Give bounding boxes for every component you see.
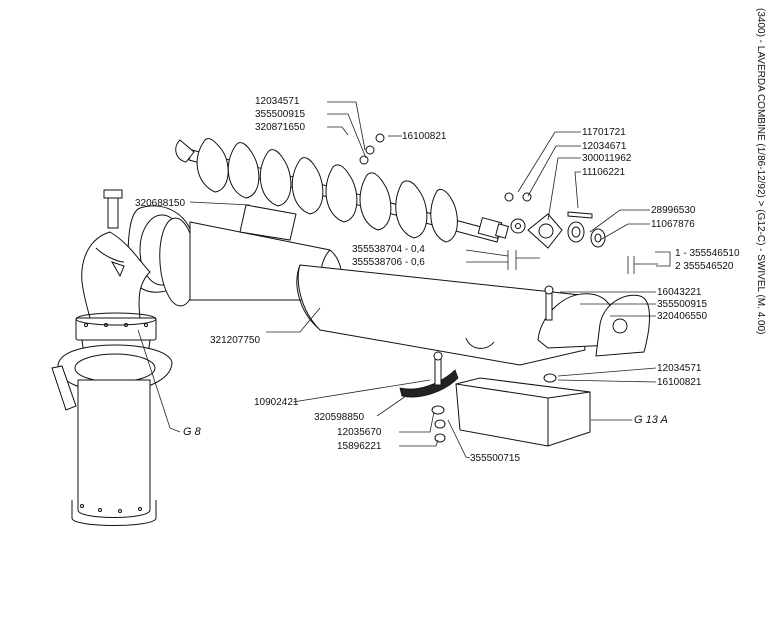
label-12034571-right: 12034571 [657,363,702,374]
end-housing [537,293,650,357]
label-355500915-right: 355500915 [657,299,707,310]
label-355538706: 355538706 - 0,6 [352,257,425,268]
label-15896221: 15896221 [337,441,382,452]
label-355546510: 1 - 355546510 [675,248,740,259]
chute-box [455,377,591,447]
leader-lines [137,101,671,459]
label-16100821-top: 16100821 [402,131,447,142]
label-16100821-right: 16100821 [657,377,702,388]
label-12034671: 12034671 [582,141,627,152]
trough-tube [159,204,586,366]
label-355538704: 355538704 - 0,4 [352,244,425,255]
page-header-vertical: (3400) - LAVERDA COMBINE (1/86-12/92) > … [755,8,766,335]
label-320406550: 320406550 [657,311,707,322]
label-355500915-top: 355500915 [255,109,305,120]
label-28996530: 28996530 [651,205,696,216]
auger-screw [175,137,509,243]
label-12035670: 12035670 [337,427,382,438]
label-10902421: 10902421 [254,397,299,408]
label-355500715: 355500715 [470,453,520,464]
label-320871650: 320871650 [255,122,305,133]
label-11701721: 11701721 [582,127,626,138]
part-labels: 12034571 355500915 320871650 16100821 32… [135,96,740,464]
label-11067876: 11067876 [651,219,695,230]
ref-g13a: G 13 A [634,414,668,426]
label-300011962: 300011962 [582,153,632,164]
clamp-parts [399,351,459,443]
label-320598850: 320598850 [314,412,364,423]
label-12034571-top: 12034571 [255,96,300,107]
ref-g8: G 8 [183,426,202,438]
label-16043221: 16043221 [657,287,702,298]
shim-markers [507,250,635,274]
label-320688150: 320688150 [135,198,185,209]
label-355546520: 2 355546520 [675,261,734,272]
label-321207750: 321207750 [210,335,260,346]
label-11106221: 11106221 [582,167,625,178]
